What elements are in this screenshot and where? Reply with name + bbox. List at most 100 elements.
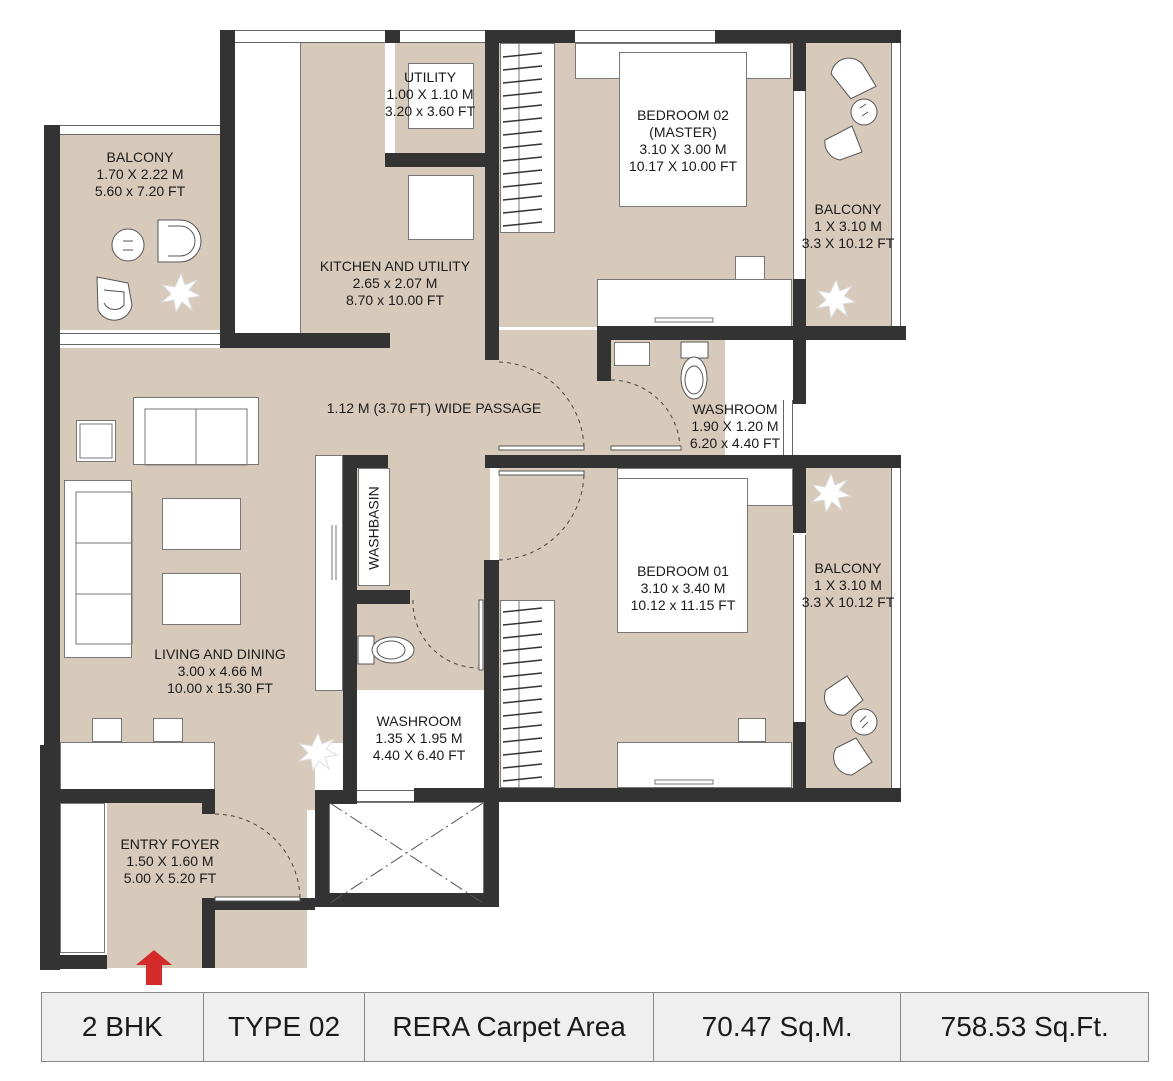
room-metric: 3.10 X 3.00 M xyxy=(639,141,727,157)
wall xyxy=(385,30,400,43)
wall xyxy=(60,789,215,803)
bedroom-01-desk xyxy=(617,742,792,788)
dining-floor xyxy=(215,740,315,810)
room-imperial: 5.60 x 7.20 FT xyxy=(94,183,186,199)
bed-bedroom-02 xyxy=(619,52,747,207)
sofa-double xyxy=(133,397,259,465)
room-imperial: 3.3 X 10.12 FT xyxy=(801,235,895,251)
room-name: KITCHEN AND UTILITY xyxy=(319,258,471,274)
room-imperial: 6.20 x 4.40 FT xyxy=(689,435,781,451)
utility-side xyxy=(385,43,395,153)
wall xyxy=(715,30,901,43)
wall xyxy=(793,468,806,533)
washroom-common-floor xyxy=(357,590,484,690)
sliding-door-bedroom-02 xyxy=(793,90,806,280)
sliding-door-bedroom-01 xyxy=(793,535,806,725)
unit-config: 2 BHK xyxy=(42,993,204,1061)
coffee-table-2 xyxy=(162,573,241,625)
room-name: BALCONY xyxy=(106,149,174,165)
window-washroom-common xyxy=(357,790,414,802)
passage-floor xyxy=(340,330,600,460)
dining-stool-2 xyxy=(153,718,183,742)
window-balcony-top-right xyxy=(891,43,901,326)
room-metric: 1.00 X 1.10 M xyxy=(386,86,474,102)
utility-unit xyxy=(408,63,474,129)
bedroom-02-desk xyxy=(597,279,792,327)
room-label-washroom-master: WASHROOM 1.90 X 1.20 M 6.20 x 4.40 FT xyxy=(690,401,780,452)
wall xyxy=(485,788,901,802)
kitchen-counter xyxy=(235,43,301,333)
wall xyxy=(40,955,107,969)
wall xyxy=(220,333,390,348)
bedroom-02-stool xyxy=(735,256,765,280)
wall xyxy=(385,153,485,167)
room-label-passage: 1.12 M (3.70 FT) WIDE PASSAGE xyxy=(327,400,541,417)
room-imperial: 3.20 x 3.60 FT xyxy=(384,103,476,119)
room-name: WASHBASIN xyxy=(365,486,382,570)
wall xyxy=(793,43,806,91)
tv-unit xyxy=(315,455,343,691)
floor-plan: BALCONY 1.70 X 2.22 M 5.60 x 7.20 FT UTI… xyxy=(40,30,906,985)
room-label-balcony-top-right: BALCONY 1 X 3.10 M 3.3 X 10.12 FT xyxy=(802,201,895,252)
balcony-top-right-floor xyxy=(806,43,891,326)
room-label-washbasin: WASHBASIN xyxy=(366,486,383,570)
room-label-kitchen: KITCHEN AND UTILITY 2.65 x 2.07 M 8.70 x… xyxy=(320,258,470,309)
wall xyxy=(315,790,329,907)
shaft-box xyxy=(329,802,484,904)
wall xyxy=(485,30,575,43)
washroom-master-basin xyxy=(614,342,650,366)
wall xyxy=(315,893,499,907)
room-label-washroom-common: WASHROOM 1.35 X 1.95 M 4.40 X 6.40 FT xyxy=(373,713,466,764)
washbasin-counter xyxy=(358,468,390,586)
room-metric: 3.00 x 4.66 M xyxy=(177,663,263,679)
room-imperial: 5.00 X 5.20 FT xyxy=(123,870,217,886)
wall xyxy=(793,279,806,404)
room-name: BALCONY xyxy=(814,201,882,217)
room-name: 1.12 M (3.70 FT) WIDE PASSAGE xyxy=(326,400,542,416)
bed-bedroom-01 xyxy=(617,478,748,633)
kitchen-sink xyxy=(408,175,474,240)
wardrobe-bedroom-02 xyxy=(500,43,555,233)
room-metric: 1.90 X 1.20 M xyxy=(691,418,779,434)
sofa-single xyxy=(76,420,116,462)
unit-type: TYPE 02 xyxy=(204,993,366,1061)
room-imperial: 4.40 X 6.40 FT xyxy=(372,747,466,763)
balcony-bottom-right-floor xyxy=(806,468,891,788)
room-name: WASHROOM xyxy=(692,401,778,417)
wall xyxy=(485,30,499,360)
room-name: BEDROOM 01 xyxy=(637,563,729,579)
room-subtitle: (MASTER) xyxy=(649,124,717,140)
area-summary-table: 2 BHK TYPE 02 RERA Carpet Area 70.47 Sq.… xyxy=(41,992,1149,1062)
wall xyxy=(597,326,611,381)
room-metric: 1.70 X 2.22 M xyxy=(96,166,184,182)
room-label-entry-foyer: ENTRY FOYER 1.50 X 1.60 M 5.00 X 5.20 FT xyxy=(120,836,219,887)
wall xyxy=(793,722,806,790)
area-label: RERA Carpet Area xyxy=(365,993,654,1061)
room-metric: 2.65 x 2.07 M xyxy=(352,275,438,291)
room-metric: 1 X 3.10 M xyxy=(814,577,882,593)
window-living xyxy=(60,333,220,345)
room-imperial: 10.00 x 15.30 FT xyxy=(167,680,273,696)
wall xyxy=(484,560,499,905)
room-name: ENTRY FOYER xyxy=(120,836,220,852)
room-name: BEDROOM 02 xyxy=(637,107,729,123)
wall xyxy=(357,590,410,604)
dining-stool-1 xyxy=(92,718,122,742)
room-metric: 3.10 x 3.40 M xyxy=(640,580,726,596)
room-name: LIVING AND DINING xyxy=(154,646,286,662)
room-imperial: 10.12 x 11.15 FT xyxy=(630,597,736,613)
room-imperial: 10.17 X 10.00 FT xyxy=(628,158,738,174)
coffee-table-1 xyxy=(162,498,241,550)
wall xyxy=(220,30,235,345)
wall xyxy=(202,898,215,968)
wardrobe-bedroom-01 xyxy=(500,600,555,788)
wall xyxy=(44,125,60,745)
wall xyxy=(202,898,315,910)
window-bedroom-02 xyxy=(575,30,715,43)
window-balcony-bottom-right xyxy=(891,468,901,788)
foyer-shoe-rack xyxy=(60,803,105,953)
wall xyxy=(40,745,60,970)
room-name: BALCONY xyxy=(814,560,882,576)
room-label-balcony-bottom-right: BALCONY 1 X 3.10 M 3.3 X 10.12 FT xyxy=(802,560,895,611)
room-label-living-dining: LIVING AND DINING 3.00 x 4.66 M 10.00 x … xyxy=(154,646,285,697)
